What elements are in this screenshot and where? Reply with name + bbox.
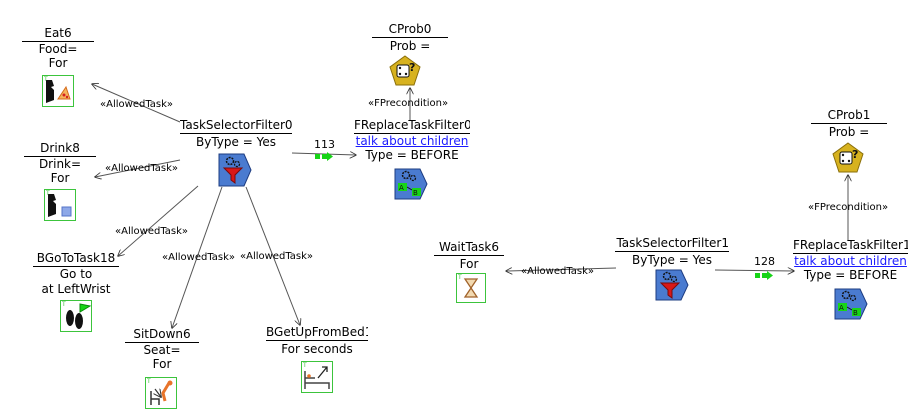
edge-selector0-bgototask <box>118 185 199 256</box>
node-title: WaitTask6 <box>434 240 504 256</box>
edge-selector0-eat6 <box>92 84 181 123</box>
node-title: Eat6 <box>22 26 94 42</box>
node-line: ByType = Yes <box>632 253 712 267</box>
edge-label-allowed-eat6: «AllowedTask» <box>100 99 174 110</box>
filter-funnel-icon <box>655 269 689 301</box>
pizza-eat-icon: T <box>42 75 74 107</box>
node-line: Food= <box>38 42 78 56</box>
svg-text:T: T <box>45 190 50 197</box>
node-line: at LeftWrist <box>41 282 111 296</box>
edge-selector1-waittask <box>506 268 617 271</box>
edge-label-allowed-getup: «AllowedTask» <box>240 251 314 262</box>
svg-text:T: T <box>61 301 66 308</box>
green-connector-icon <box>755 271 773 280</box>
edge-label-allowed-drink8: «AllowedTask» <box>105 163 179 174</box>
svg-text:B: B <box>413 189 418 197</box>
node-line: Prob = <box>389 39 431 53</box>
svg-text:?: ? <box>852 148 858 161</box>
node-link[interactable]: talk about children <box>355 134 469 148</box>
svg-text:B: B <box>853 309 858 317</box>
svg-text:?: ? <box>409 61 415 74</box>
node-sitdown6[interactable]: SitDown6 Seat= For <box>125 327 199 371</box>
node-cprob1[interactable]: CProb1 Prob = <box>811 108 887 140</box>
edge-label-allowed-waittask: «AllowedTask» <box>521 266 595 277</box>
svg-text:T: T <box>457 274 462 281</box>
node-bgetupfrombed[interactable]: BGetUpFromBed1 For seconds <box>266 325 368 357</box>
footsteps-goto-icon: T <box>60 300 92 332</box>
dice-probability-icon: ? <box>389 55 421 86</box>
node-line: For <box>50 171 70 185</box>
node-line: Type = BEFORE <box>365 148 459 162</box>
svg-text:T: T <box>146 378 151 385</box>
node-title: TaskSelectorFilter0 <box>180 118 292 134</box>
edge-label-fprecondition-0: «FPrecondition» <box>368 98 449 109</box>
filter-funnel-icon <box>218 153 252 187</box>
node-title: CProb0 <box>372 22 448 38</box>
svg-text:T: T <box>43 76 48 83</box>
node-link[interactable]: talk about children <box>794 254 907 268</box>
node-line: For <box>459 257 479 271</box>
edge-selector1-replace1 <box>714 270 794 271</box>
edge-selector0-getup <box>245 186 300 325</box>
node-title: TaskSelectorFilter1 <box>615 236 729 252</box>
edge-selector0-sitdown <box>172 186 223 328</box>
get-up-bed-icon: T <box>301 361 333 393</box>
node-line: Type = BEFORE <box>803 268 898 282</box>
edge-label-fprecondition-1: «FPrecondition» <box>808 202 889 213</box>
node-drink8[interactable]: Drink8 Drink= For <box>24 141 96 185</box>
node-line: For <box>152 357 172 371</box>
edge-number-128: 128 <box>754 255 775 268</box>
edge-number-113: 113 <box>314 138 335 151</box>
node-replacetask1[interactable]: FReplaceTaskFilter1 talk about children … <box>793 238 908 282</box>
node-waittask6[interactable]: WaitTask6 For <box>434 240 504 272</box>
node-title: FReplaceTaskFilter0 <box>354 118 470 134</box>
node-line: For <box>48 56 68 70</box>
node-taskselector0[interactable]: TaskSelectorFilter0 ByType = Yes <box>180 118 292 150</box>
svg-text:A: A <box>399 184 404 192</box>
node-line: Drink= <box>38 157 82 171</box>
node-title: FReplaceTaskFilter1 <box>793 238 908 254</box>
edge-label-allowed-bgototask: «AllowedTask» <box>115 226 189 237</box>
node-title: SitDown6 <box>125 327 199 343</box>
node-title: BGoToTask18 <box>33 251 119 267</box>
dice-probability-icon: ? <box>832 142 864 173</box>
hourglass-wait-icon: T <box>456 273 486 303</box>
node-line: Prob = <box>828 125 870 139</box>
node-cprob0[interactable]: CProb0 Prob = <box>372 22 448 54</box>
node-taskselector1[interactable]: TaskSelectorFilter1 ByType = Yes <box>615 236 729 268</box>
node-replacetask0[interactable]: FReplaceTaskFilter0 talk about children … <box>354 118 470 162</box>
node-line: ByType = Yes <box>196 135 276 149</box>
green-connector-icon <box>315 152 333 161</box>
replace-ab-icon: A B <box>394 168 428 200</box>
edge-label-allowed-sitdown: «AllowedTask» <box>162 252 236 263</box>
node-title: Drink8 <box>24 141 96 157</box>
sit-down-icon: T <box>145 377 177 409</box>
node-line: For seconds <box>281 342 353 356</box>
replace-ab-icon: A B <box>834 288 868 320</box>
node-bgototask18[interactable]: BGoToTask18 Go to at LeftWrist <box>33 251 119 297</box>
drink-icon: T <box>44 189 76 221</box>
node-line: Go to <box>59 267 93 281</box>
edge-selector0-drink8 <box>95 159 181 177</box>
svg-text:A: A <box>839 304 844 312</box>
node-title: CProb1 <box>811 108 887 124</box>
node-line: Seat= <box>143 343 181 357</box>
svg-text:T: T <box>302 362 307 369</box>
node-title: BGetUpFromBed1 <box>266 325 368 341</box>
node-eat6[interactable]: Eat6 Food= For <box>22 26 94 70</box>
